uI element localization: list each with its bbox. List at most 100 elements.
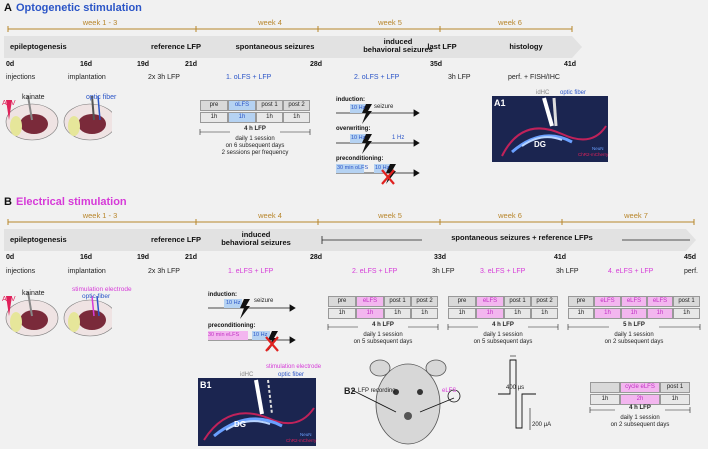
- day-label: 21d: [185, 61, 198, 68]
- electrode-label: stimulation electrode: [72, 286, 132, 293]
- day-label: 21d: [185, 254, 198, 261]
- section-b-letter: B: [4, 196, 12, 208]
- table-header: eLFS: [356, 296, 384, 307]
- table-total: 4 h LFP: [615, 405, 665, 412]
- day-label: 41d: [564, 61, 577, 68]
- day-label: 41d: [554, 254, 567, 261]
- table-header: post 1: [673, 296, 700, 307]
- week-label: week 1 - 3: [82, 211, 118, 220]
- hz-label: 10 Hz: [226, 300, 241, 306]
- event-elfs-2: 2. eLFS + LFP: [352, 268, 398, 275]
- week-label: week 6: [498, 18, 522, 27]
- table-note: daily 1 session on 5 subsequent days: [353, 332, 413, 345]
- rat-head-illustration: [351, 359, 461, 445]
- brain-illustration: [5, 291, 112, 337]
- band-last-lfp: last LFP: [427, 42, 457, 51]
- event-histology: perf. + FISH/IHC: [508, 74, 560, 81]
- table-cell: 2h: [620, 394, 660, 405]
- band-reference-lfp: reference LFP: [150, 235, 202, 244]
- table-note: daily 1 session on 2 subsequent days: [610, 415, 670, 428]
- day-label: 28d: [310, 61, 323, 68]
- event-olfs-2: 2. oLFS + LFP: [354, 74, 400, 81]
- event-ref-lfp: 2x 3h LFP: [148, 268, 180, 275]
- band-epileptogenesis: epileptogenesis: [10, 235, 67, 244]
- day-label: 35d: [430, 61, 443, 68]
- event-injections: injections: [6, 268, 36, 275]
- day-label: 16d: [80, 61, 93, 68]
- band-spontaneous-seizures: spontaneous seizures: [235, 42, 315, 51]
- preconditioning-label: preconditioning:: [336, 156, 384, 162]
- table-cell: 1h: [411, 308, 438, 319]
- day-label: 16d: [80, 254, 93, 261]
- day-label: 45d: [684, 254, 697, 261]
- pulse-width-label: 400 µs: [506, 385, 525, 391]
- aav-label: AAV: [2, 296, 16, 303]
- electrode-label: stimulation electrode: [266, 364, 322, 370]
- band-induced-seizures: induced behavioral seizures: [221, 230, 291, 247]
- band-spontaneous-ref: spontaneous seizures + reference LFPs: [422, 234, 622, 242]
- day-label: 19d: [137, 61, 150, 68]
- event-3h-lfp: 3h LFP: [448, 74, 471, 81]
- table-cell: 1h: [647, 308, 673, 319]
- hz-label: 10 Hz: [351, 105, 366, 111]
- event-elfs-1: 1. eLFS + LFP: [228, 268, 274, 275]
- table-total: 4 h LFP: [358, 322, 408, 329]
- induction-label: induction:: [208, 292, 237, 298]
- band-induced-seizures: induced behavioral seizures: [363, 37, 433, 54]
- table-total: 4 h LFP: [478, 322, 528, 329]
- table-cell: 1h: [594, 308, 621, 319]
- table-cell: 1h: [660, 394, 690, 405]
- table-header: cycle eLFS: [620, 382, 660, 393]
- brain-illustration: [5, 95, 112, 141]
- day-label: 0d: [6, 61, 15, 68]
- table-header: eLFS: [647, 296, 673, 307]
- week-label: week 4: [258, 211, 282, 220]
- optic-fiber-label: optic fiber: [82, 293, 111, 300]
- overwriting-label: overwriting:: [336, 126, 371, 132]
- aav-label: AAV: [2, 100, 16, 107]
- fiber-label: optic fiber: [278, 372, 305, 378]
- week-label: week 1 - 3: [82, 18, 118, 27]
- event-implantation: implantation: [68, 268, 106, 275]
- pulse-amplitude-label: 200 µA: [532, 422, 552, 428]
- fiber-label: optic fiber: [560, 90, 587, 96]
- event-3h-lfp: 3h LFP: [432, 268, 455, 275]
- histology-image-b1: [198, 378, 316, 446]
- week-label: week 5: [378, 211, 402, 220]
- table-header: eLFS: [621, 296, 647, 307]
- hz-label: 10 Hz: [375, 165, 390, 171]
- pre30-label: 30 min oLFS: [337, 165, 369, 171]
- table-header: post 2: [411, 296, 438, 307]
- event-elfs-4: 4. eLFS + LFP: [608, 268, 654, 275]
- dg-label: DG: [234, 420, 246, 429]
- lfp-recording-label: LFP recording: [358, 388, 396, 394]
- table-cell: 1h: [384, 308, 411, 319]
- event-perf: perf.: [684, 268, 699, 275]
- week-label: week 6: [498, 211, 522, 220]
- table-cell: 1h: [200, 112, 228, 123]
- table-cell: 1h: [621, 308, 647, 319]
- idhc-label: idHC: [536, 90, 550, 96]
- table-header: post 1: [660, 382, 690, 393]
- table-note: daily 1 session on 5 subsequent days: [473, 332, 533, 345]
- table-header: pre: [448, 296, 476, 307]
- table-note: daily 1 session on 2 subsequent days: [604, 332, 664, 345]
- table-header: eLFS: [476, 296, 504, 307]
- event-elfs-3: 3. eLFS + LFP: [480, 268, 526, 275]
- week-label: week 7: [624, 211, 648, 220]
- table-header: post 2: [283, 100, 310, 111]
- table-header: post 1: [504, 296, 531, 307]
- idhc-label: idHC: [240, 372, 254, 378]
- table-header: oLFS: [228, 100, 256, 111]
- image-label: A1: [494, 98, 506, 108]
- table-cell: 1h: [448, 308, 476, 319]
- event-olfs-1: 1. oLFS + LFP: [226, 74, 272, 81]
- hz-label: 10 Hz: [351, 135, 366, 141]
- hz-label: 10 Hz: [253, 332, 268, 338]
- induction-label: induction:: [336, 97, 365, 103]
- band-histology: histology: [509, 42, 543, 51]
- day-label: 0d: [6, 254, 15, 261]
- day-label: 33d: [434, 254, 447, 261]
- table-cell: 1h: [256, 112, 283, 123]
